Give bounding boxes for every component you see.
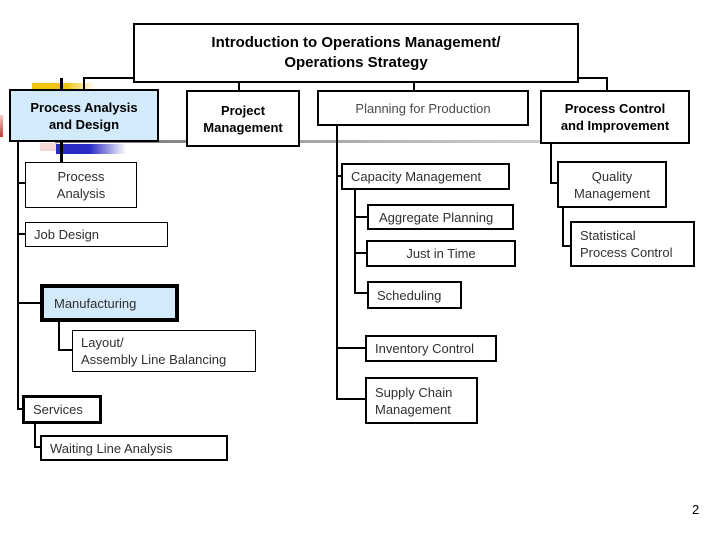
node-manufacturing: Manufacturing bbox=[40, 284, 179, 322]
connector-line bbox=[550, 144, 552, 184]
node-process-control-and-improvement: Process Control and Improvement bbox=[540, 90, 690, 144]
connector-line bbox=[354, 190, 356, 294]
connector-line bbox=[238, 82, 240, 91]
node-supply-chain-management: Supply Chain Management bbox=[365, 377, 478, 424]
node-inventory-control: Inventory Control bbox=[365, 335, 497, 362]
node-statistical-process-control: Statistical Process Control bbox=[570, 221, 695, 267]
connector-line bbox=[336, 398, 366, 400]
node-process-analysis: Process Analysis bbox=[25, 162, 137, 208]
node-quality-management: Quality Management bbox=[557, 161, 667, 208]
title-line1: Introduction to Operations Management/ bbox=[211, 34, 501, 51]
connector-line bbox=[562, 245, 571, 247]
node-aggregate-planning: Aggregate Planning bbox=[367, 204, 514, 230]
node-services: Services bbox=[22, 395, 102, 424]
node-process-analysis-and-design: Process Analysis and Design bbox=[9, 89, 159, 142]
node-waiting-line-analysis: Waiting Line Analysis bbox=[40, 435, 228, 461]
title-line2: Operations Strategy bbox=[284, 54, 428, 71]
node-scheduling: Scheduling bbox=[367, 281, 462, 309]
node-project-management: Project Management bbox=[186, 90, 300, 147]
page-number: 2 bbox=[692, 502, 700, 517]
pink-accent-shape bbox=[40, 143, 58, 151]
connector-line bbox=[17, 182, 26, 184]
connector-line bbox=[58, 349, 73, 351]
connector-line bbox=[17, 408, 23, 410]
connector-line bbox=[17, 142, 19, 410]
node-layout-assembly-line-balancing: Layout/ Assembly Line Balancing bbox=[72, 330, 256, 372]
connector-line bbox=[562, 208, 564, 247]
gray-divider-line bbox=[55, 140, 690, 143]
node-job-design: Job Design bbox=[25, 222, 168, 247]
connector-line bbox=[413, 82, 415, 91]
node-just-in-time: Just in Time bbox=[366, 240, 516, 267]
connector-line bbox=[336, 126, 338, 400]
yellow-accent-bar bbox=[32, 83, 95, 91]
connector-line bbox=[83, 77, 138, 79]
connector-line bbox=[550, 182, 558, 184]
connector-line bbox=[354, 216, 368, 218]
node-capacity-management: Capacity Management bbox=[341, 163, 510, 190]
connector-line bbox=[83, 77, 85, 90]
connector-line bbox=[336, 347, 366, 349]
connector-line bbox=[336, 175, 343, 177]
node-planning-for-production: Planning for Production bbox=[317, 90, 529, 126]
connector-line bbox=[17, 233, 26, 235]
connector-line bbox=[34, 424, 36, 448]
connector-line bbox=[58, 322, 60, 351]
red-edge-mark bbox=[0, 115, 3, 137]
connector-line bbox=[354, 292, 368, 294]
connector-line bbox=[354, 252, 367, 254]
connector-line bbox=[34, 446, 41, 448]
blue-accent-bar bbox=[56, 144, 126, 154]
node-title: Introduction to Operations Management/ O… bbox=[133, 23, 579, 83]
connector-line bbox=[606, 77, 608, 91]
connector-line bbox=[578, 77, 608, 79]
connector-line bbox=[17, 302, 41, 304]
